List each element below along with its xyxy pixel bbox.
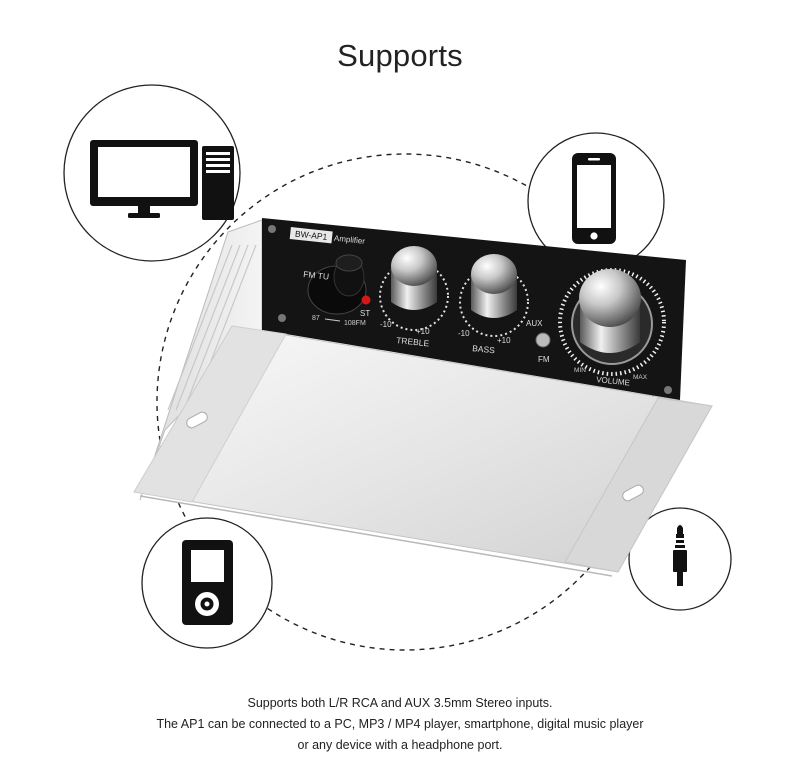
bass-plus-label: +10 xyxy=(497,336,511,345)
volume-label: VOLUME xyxy=(596,375,631,387)
footer-line-1: Supports both L/R RCA and AUX 3.5mm Ster… xyxy=(247,696,553,710)
amplifier-device: BW-AP1 Amplifier FM TU 87 108FM ST -10 +… xyxy=(133,218,713,577)
jack-circle xyxy=(628,507,732,611)
freq-high-label: 108FM xyxy=(344,320,366,327)
stereo-led xyxy=(361,295,371,305)
aux-label: AUX xyxy=(526,319,543,328)
phone-circle xyxy=(527,132,665,270)
fm-tuner-knob[interactable] xyxy=(307,254,367,315)
page-title: Supports xyxy=(337,38,463,73)
input-selector-switch[interactable] xyxy=(535,332,551,348)
bass-knob[interactable] xyxy=(459,254,529,337)
footer-line-3: or any device with a headphone port. xyxy=(297,738,503,752)
stereo-label: ST xyxy=(360,309,370,318)
treble-label: TREBLE xyxy=(396,335,430,348)
footer-line-2: The AP1 can be connected to a PC, MP3 / … xyxy=(156,717,644,731)
freq-low-label: 87 xyxy=(312,315,320,322)
volume-knob[interactable] xyxy=(558,268,666,376)
pc-circle xyxy=(63,84,241,262)
fm-switch-label: FM xyxy=(538,355,550,364)
treble-plus-label: +10 xyxy=(416,327,430,336)
bass-label: BASS xyxy=(472,343,496,355)
fm-tuner-label: FM TU xyxy=(303,269,330,282)
treble-knob[interactable] xyxy=(379,246,449,331)
bass-minus-label: -10 xyxy=(458,329,470,338)
smartphone-icon xyxy=(572,153,616,244)
device-subtitle: Amplifier xyxy=(334,234,366,246)
audio-jack-icon xyxy=(673,525,687,586)
desktop-computer-icon xyxy=(90,140,234,220)
mp3-circle xyxy=(141,517,273,649)
volume-max-label: MAX xyxy=(633,374,648,381)
model-label: BW-AP1 xyxy=(295,229,329,242)
mp3-player-icon xyxy=(182,540,233,625)
treble-minus-label: -10 xyxy=(380,320,392,329)
volume-min-label: MIN xyxy=(574,367,586,374)
